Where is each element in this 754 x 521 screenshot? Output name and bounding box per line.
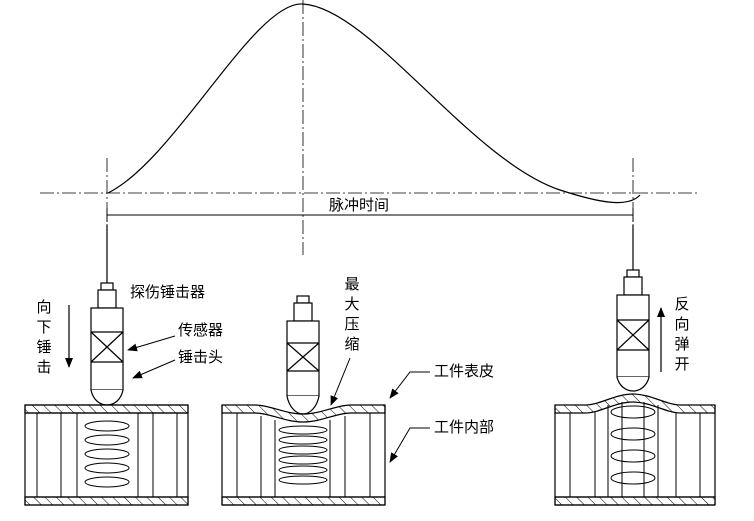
left-stage bbox=[24, 225, 189, 506]
workpiece-skin-label: 工件表皮 bbox=[434, 362, 495, 380]
rebound-label: 反向弹开 bbox=[674, 295, 690, 373]
pulse-time-label: 脉冲时间 bbox=[329, 196, 390, 214]
max-compression-leader bbox=[330, 357, 351, 406]
workpiece-interior-label: 工件内部 bbox=[434, 418, 495, 436]
center-lines bbox=[40, 0, 700, 257]
right-stage bbox=[554, 225, 716, 506]
middle-stage bbox=[221, 295, 386, 506]
pulse-curve bbox=[107, 3, 641, 204]
hammer-head-label: 锤击头 bbox=[178, 348, 224, 366]
pulse-time-dimension bbox=[106, 208, 634, 222]
downward-strike-label: 向下锤击 bbox=[36, 298, 52, 376]
interior-leader bbox=[389, 427, 430, 463]
probe-hammer-label: 探伤锤击器 bbox=[130, 283, 206, 301]
sensor-leader bbox=[127, 335, 176, 352]
hammer-head-leader bbox=[132, 359, 176, 379]
sensor-label: 传感器 bbox=[178, 321, 224, 339]
max-compression-label: 最大压缩 bbox=[344, 275, 360, 353]
skin-leader bbox=[389, 371, 430, 399]
